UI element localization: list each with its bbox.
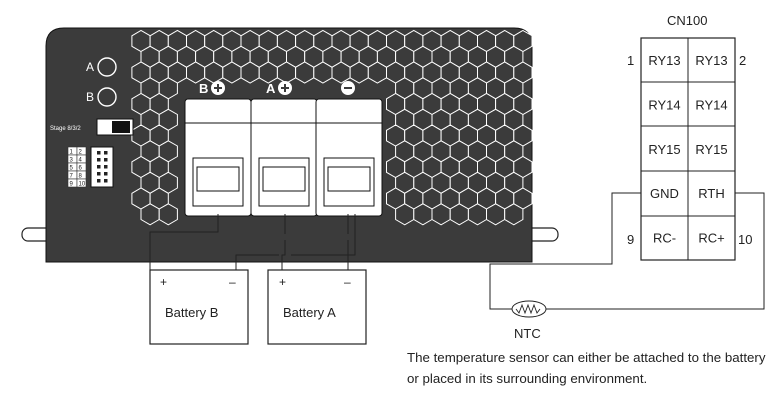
aux-pin [97, 158, 101, 162]
connector-table [640, 37, 736, 261]
connector-pin-label: RC+ [698, 231, 724, 246]
terminal-block [250, 98, 318, 217]
vent-hex [331, 61, 351, 84]
pin-number-9: 9 [627, 232, 634, 247]
terminal-a-label: A [266, 81, 276, 96]
terminal-minus-icon [341, 81, 355, 95]
vent-hex [504, 203, 524, 226]
switch-b-label: B [86, 90, 94, 104]
terminal-block [184, 98, 252, 217]
battery-a-plus: + [279, 275, 286, 289]
connector-pin-label: RC- [653, 231, 676, 246]
aux-pin [104, 151, 108, 155]
connector-pin-label: RTH [698, 186, 724, 201]
vent-hex [449, 203, 469, 226]
battery-b-plus: + [160, 275, 167, 289]
pin-number-10: 10 [738, 232, 752, 247]
switch-a: A [86, 57, 117, 77]
dip-number: 7 [70, 174, 74, 180]
connector-title: CN100 [667, 13, 707, 28]
aux-pin [104, 179, 108, 183]
dip-number: 10 [79, 182, 86, 188]
aux-pin [104, 158, 108, 162]
vent-hex [395, 203, 415, 226]
terminal-a-plus-icon [278, 81, 292, 95]
pin-number-2: 2 [739, 53, 746, 68]
battery-b-minus: – [229, 275, 236, 289]
stage-label: Stage 8/3/2 [50, 126, 81, 132]
vent-hex [295, 61, 315, 84]
vent-hex [313, 61, 333, 84]
vent-hex [186, 61, 206, 84]
pin-number-1: 1 [627, 53, 634, 68]
aux-connector [90, 146, 114, 188]
battery-a: + – Battery A [267, 269, 367, 345]
connector-pin-label: RY15 [695, 142, 727, 157]
connector-pin-label: GND [650, 186, 679, 201]
sensor-label: NTC [514, 326, 541, 341]
connector-pin-label: RY13 [695, 53, 727, 68]
aux-pin [104, 172, 108, 176]
vent-hex [158, 203, 178, 226]
vent-hex [367, 61, 387, 84]
dip-number: 4 [79, 158, 83, 164]
terminal-b-plus-icon [211, 81, 225, 95]
connector-pin-label: RY14 [695, 97, 727, 112]
aux-pin [104, 165, 108, 169]
aux-pin [97, 172, 101, 176]
dip-number: 9 [70, 182, 74, 188]
battery-b: + – Battery B [149, 269, 249, 345]
vent-hex-grid [131, 29, 533, 226]
vent-hex [140, 203, 160, 226]
vent-hex [413, 203, 433, 226]
dip-number: 8 [79, 174, 83, 180]
vent-hex [276, 61, 297, 84]
dip-number: 3 [70, 158, 74, 164]
switch-b: B [86, 87, 117, 107]
vent-hex [486, 203, 506, 226]
dip-number: 2 [79, 150, 83, 156]
aux-pin [97, 151, 101, 155]
vent-hex [222, 61, 242, 84]
vent-hex [349, 61, 369, 84]
dip-number: 1 [70, 150, 74, 156]
vent-hex [258, 61, 278, 84]
aux-pin [97, 179, 101, 183]
connector-pin-label: RY13 [648, 53, 680, 68]
battery-wires [149, 214, 356, 270]
terminal-b-label: B [199, 81, 208, 96]
ntc-thermistor-icon [511, 300, 547, 318]
dip-number: 5 [70, 166, 74, 172]
vent-hex [240, 61, 260, 84]
dip-number: 6 [79, 166, 83, 172]
battery-a-minus: – [344, 275, 351, 289]
terminal-block [315, 98, 383, 217]
battery-a-name: Battery A [283, 305, 336, 320]
aux-pin [97, 165, 101, 169]
switch-a-label: A [86, 60, 94, 74]
connector-pin-label: RY15 [648, 142, 680, 157]
sensor-note: The temperature sensor can either be att… [407, 350, 766, 386]
connector-pin-label: RY14 [648, 97, 680, 112]
vent-hex [467, 203, 487, 226]
vent-hex [204, 61, 224, 84]
sensor-wires [489, 192, 765, 310]
battery-b-name: Battery B [165, 305, 218, 320]
vent-hex [431, 203, 451, 226]
